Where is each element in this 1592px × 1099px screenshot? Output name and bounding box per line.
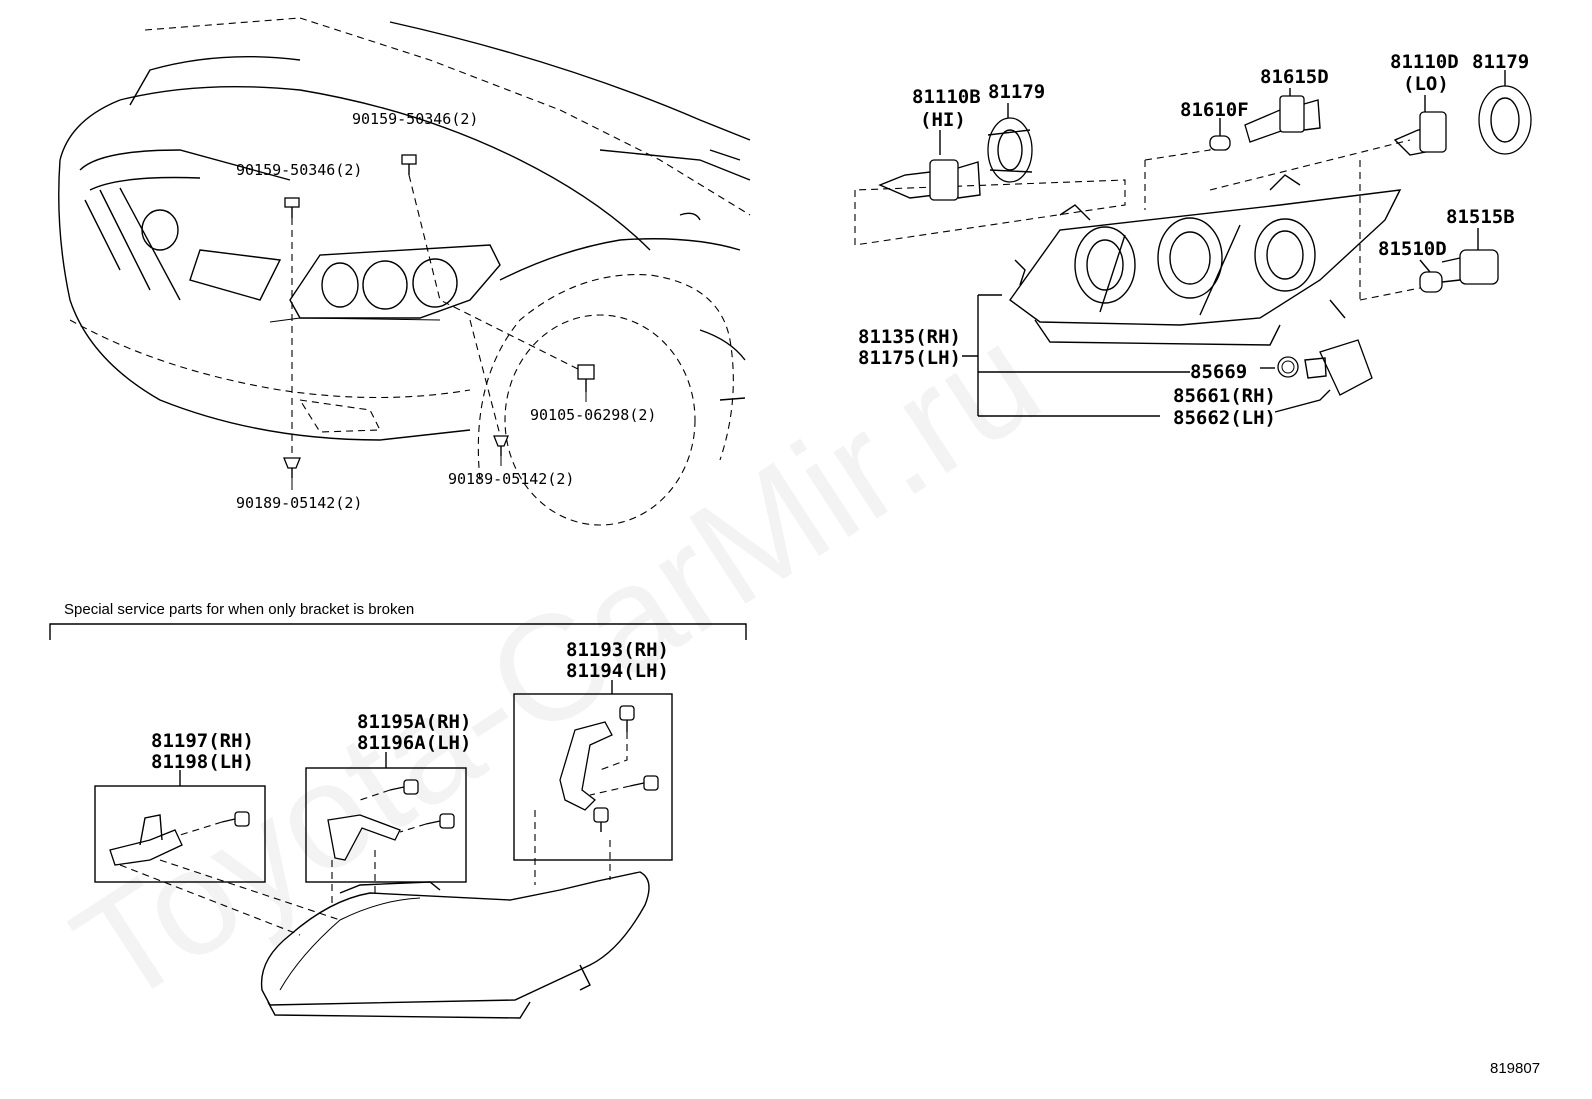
grille-lower [189, 249, 282, 301]
label-81193-rh: 81193(RH) [566, 639, 669, 661]
grille-bars [84, 187, 181, 301]
label-81615d: 81615D [1260, 66, 1329, 88]
bracket-c-bolt-right-icon [629, 775, 659, 791]
grille-top [79, 149, 291, 191]
label-90159-50346-a: 90159-50346(2) [236, 161, 362, 179]
label-81197-rh: 81197(RH) [151, 730, 254, 752]
part-leader-ticks [939, 70, 1506, 273]
hood-outline [144, 17, 751, 216]
bolt-90159-a-icon [284, 197, 300, 218]
label-lo-tag: (LO) [1403, 73, 1449, 95]
hood-edge [389, 21, 751, 141]
fender-line [599, 149, 751, 181]
vehicle-headlamp-lens-3 [412, 258, 458, 308]
label-81610f: 81610F [1180, 99, 1249, 121]
bolt-90105-icon [577, 364, 595, 392]
cap-81179-right-icon [1478, 85, 1532, 155]
vehicle-headlamp-lens-1 [321, 262, 359, 308]
bulb-81510d-icon [1419, 271, 1443, 293]
bracket-a-icon [109, 814, 183, 866]
bracket-b-bolt-guide [359, 789, 427, 833]
label-81175-lh: 81175(LH) [858, 347, 961, 369]
bulb-81615d-icon [1244, 95, 1321, 143]
bracket-c-bolt-top-icon [619, 705, 635, 732]
figure-id: 819807 [1490, 1060, 1540, 1077]
fender-top [499, 238, 741, 281]
emblem [141, 209, 179, 251]
label-85662-lh: 85662(LH) [1173, 407, 1276, 429]
vehicle-front-illustration [58, 17, 751, 526]
vehicle-headlamp-base [269, 317, 441, 323]
bumper-outline [58, 99, 471, 441]
label-85661-rh: 85661(RH) [1173, 385, 1276, 407]
hood-crease [119, 85, 651, 251]
label-81196a-lh: 81196A(LH) [357, 732, 471, 754]
bracket-c-bolt-guide [589, 732, 631, 796]
headlamp-exploded-view [854, 70, 1532, 417]
label-81179-left: 81179 [988, 81, 1045, 103]
81610f-guide [1144, 142, 1211, 210]
side-marker [679, 212, 701, 221]
headlamp-lens-housing-icon [260, 871, 650, 1019]
label-90189-05142-b: 90189-05142(2) [448, 470, 574, 488]
bracket-b-icon [327, 814, 401, 861]
bracket-c-lens-guide [534, 810, 611, 885]
windshield-line [129, 55, 301, 106]
foglamp-bezel [298, 399, 381, 433]
bracket-a-lens-guide [119, 859, 341, 936]
vehicle-headlamp-lens-2 [362, 260, 408, 310]
label-90105-06298: 90105-06298(2) [530, 406, 656, 424]
label-hi-tag: (HI) [920, 109, 966, 131]
label-81135-rh: 81135(RH) [858, 326, 961, 348]
bracket-c-box [513, 693, 673, 861]
label-81515b: 81515B [1446, 206, 1515, 228]
wheel-arch [477, 274, 734, 481]
bracket-c-bolt-bottom-icon [593, 807, 609, 832]
label-81195a-rh: 81195A(RH) [357, 711, 471, 733]
watermark-text: Toyota-CarMir.ru [46, 292, 1067, 1037]
bumper-lower-dash [69, 319, 471, 399]
actuator-icon [1304, 339, 1373, 396]
hi-bulb-guide [854, 179, 1126, 246]
label-81510d: 81510D [1378, 238, 1447, 260]
bracket-a-bolt-icon [221, 811, 250, 827]
label-81179-right: 81179 [1472, 51, 1529, 73]
leader-90189-b [469, 319, 501, 436]
bracket-a-bolt-guide [179, 821, 223, 836]
socket-81515b-icon [1441, 249, 1499, 285]
leader-90159-b [408, 174, 581, 371]
fender-rear [699, 329, 746, 401]
label-81198-lh: 81198(LH) [151, 751, 254, 773]
lo-bulb-icon [1393, 111, 1447, 156]
label-90189-05142-a: 90189-05142(2) [236, 494, 362, 512]
bracket-b-bolt-top-icon [389, 779, 419, 795]
cap-81179-left-icon [987, 117, 1033, 183]
bracket-b-bolt-bottom-icon [425, 813, 455, 829]
label-85669: 85669 [1190, 361, 1247, 383]
hi-bulb-icon [878, 159, 981, 201]
bulb-81610f-icon [1209, 135, 1231, 151]
label-81110d: 81110D [1390, 51, 1459, 73]
label-81194-lh: 81194(LH) [566, 660, 669, 682]
oring-85669-inner [1281, 360, 1295, 374]
clip-90189-a-icon [283, 457, 301, 478]
bolt-90159-b-icon [401, 154, 417, 175]
service-note-bracket [49, 623, 747, 640]
service-note: Special service parts for when only brac… [64, 601, 414, 618]
wheel [504, 314, 696, 526]
bracket-b-lens-guide [331, 850, 376, 905]
label-81110b: 81110B [912, 86, 981, 108]
clip-90189-b-icon [493, 435, 509, 456]
lo-bulb-guide [1209, 139, 1411, 300]
oring-85669-icon [1277, 356, 1299, 378]
leader-actuator-tick [1274, 389, 1331, 413]
headlamp-bracket-line [962, 294, 1002, 416]
label-90159-50346-b: 90159-50346(2) [352, 110, 478, 128]
bracket-c-icon [559, 721, 613, 811]
81510d-guide [1359, 287, 1421, 301]
headlamp-unit-icon [1009, 174, 1402, 346]
